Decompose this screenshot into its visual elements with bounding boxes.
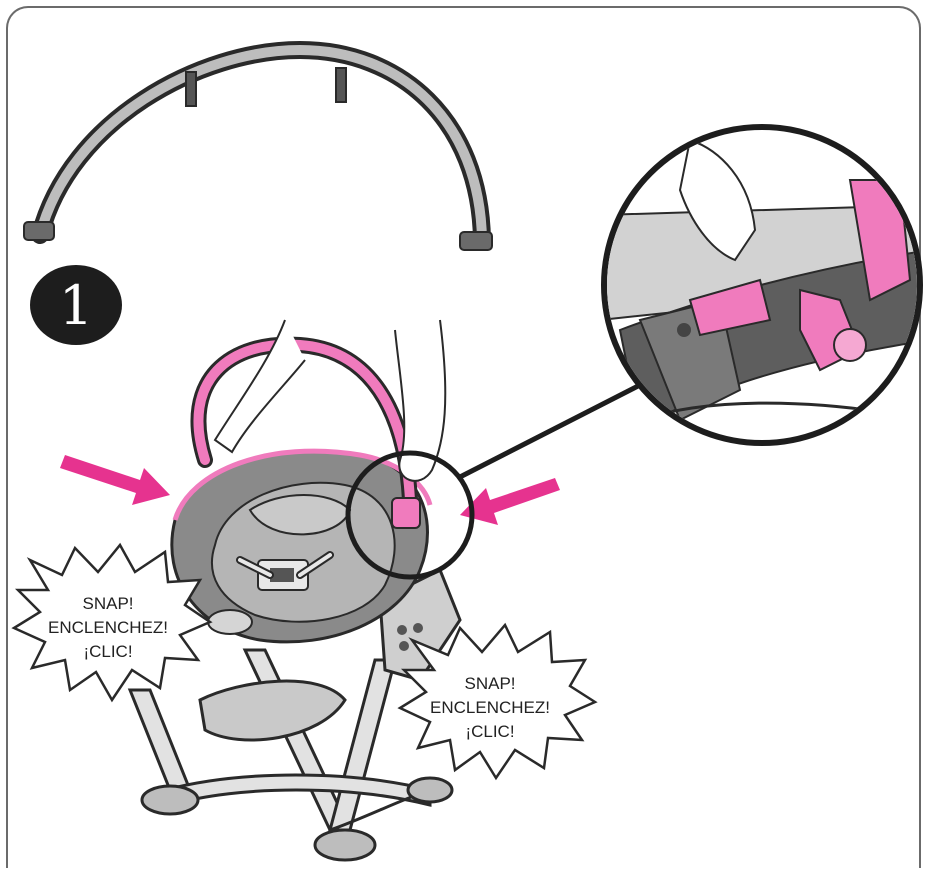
callout-line: ¡CLIC! [83, 642, 133, 661]
swing-frame [127, 648, 454, 862]
toy-bar-detached [23, 40, 493, 251]
arrow-icon [60, 455, 560, 525]
callout-line: ENCLENCHEZ! [430, 698, 550, 717]
callout-line: ¡CLIC! [465, 722, 515, 741]
toy-bar-attaching [190, 336, 421, 529]
detail-callout [345, 124, 923, 580]
callout-line: ENCLENCHEZ! [48, 618, 168, 637]
step-number-badge: 1 [30, 265, 122, 345]
starburst-icon [11, 542, 598, 781]
callout-line: SNAP! [82, 594, 134, 613]
instruction-frame [6, 6, 921, 868]
snap-callout-left: SNAP! ENCLENCHEZ! ¡CLIC! [28, 592, 188, 664]
snap-callout-right: SNAP! ENCLENCHEZ! ¡CLIC! [410, 672, 570, 744]
hands [213, 319, 447, 482]
callout-line: SNAP! [464, 674, 516, 693]
